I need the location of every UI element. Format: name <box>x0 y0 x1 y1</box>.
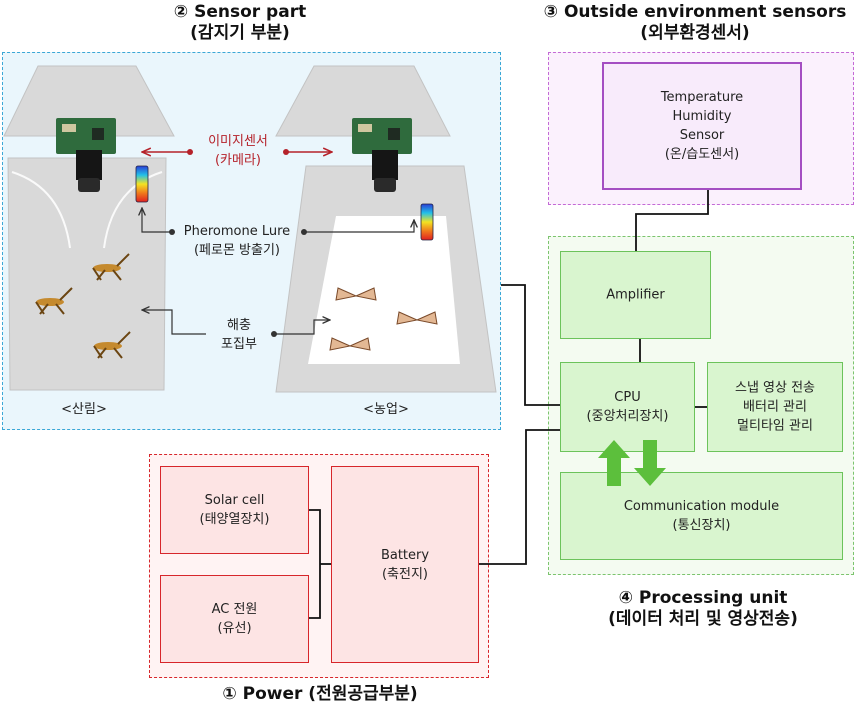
camera-module-icon <box>352 118 412 192</box>
pheromone-label-line2: (페로몬 방출기) <box>193 243 281 258</box>
features-line1: 스냅 영상 전송 <box>734 380 816 396</box>
features-line2: 배터리 관리 <box>743 399 807 415</box>
down-arrow-icon <box>634 440 666 486</box>
sensor-part-title: ② Sensor part (감지기 부분) <box>120 2 360 44</box>
battery-box: Battery (축전지) <box>331 466 479 663</box>
image-sensor-label: 이미지센서 (카메라) <box>188 132 288 170</box>
thsensor-line2: Humidity <box>672 109 732 124</box>
image-sensor-pointers <box>142 149 332 155</box>
image-sensor-label-line2: (카메라) <box>214 153 262 168</box>
grasshopper-icon <box>93 331 131 359</box>
camera-module-icon <box>56 118 116 192</box>
moth-icon <box>396 311 438 325</box>
moth-icon <box>335 287 377 301</box>
temperature-humidity-sensor-box: Temperature Humidity Sensor (온/습도센서) <box>602 62 802 190</box>
features-line3: 멀티타임 관리 <box>737 418 813 434</box>
grasshopper-icon <box>35 287 73 315</box>
battery-line1: Battery <box>380 547 430 563</box>
power-title: ① Power (전원공급부분) <box>222 684 418 704</box>
outside-sensors-title: ③ Outside environment sensors (외부환경센서) <box>540 2 850 44</box>
features-box: 스냅 영상 전송 배터리 관리 멀티타임 관리 <box>707 362 843 452</box>
pheromone-pointers <box>142 208 414 235</box>
processing-unit-title-line2: (데이터 처리 및 영상전송) <box>608 609 798 629</box>
sensor-part-title-line2: (감지기 부분) <box>190 23 290 43</box>
thsensor-line3: Sensor <box>679 128 725 143</box>
amplifier-box: Amplifier <box>560 251 711 339</box>
trap-pointers <box>142 310 330 337</box>
moth-icon <box>329 337 371 351</box>
comm-line2: (통신장치) <box>672 518 731 533</box>
pheromone-label-line1: Pheromone Lure <box>183 224 291 239</box>
ac-line2: (유선) <box>217 621 252 636</box>
cpu-line2: (중앙처리장치) <box>586 409 669 424</box>
communication-module-box: Communication module (통신장치) <box>560 472 843 560</box>
trap-label-line2: 포집부 <box>221 337 257 352</box>
solar-line1: Solar cell <box>204 493 265 508</box>
pheromone-lure-icon <box>135 165 149 203</box>
farm-label: <농업> <box>363 402 409 417</box>
solar-cell-box: Solar cell (태양열장치) <box>160 466 309 554</box>
solar-line2: (태양열장치) <box>199 512 270 527</box>
outside-sensors-title-line1: ③ Outside environment sensors <box>543 2 847 22</box>
pheromone-lure-icon <box>420 203 434 241</box>
cpu-box: CPU (중앙처리장치) <box>560 362 695 452</box>
processing-unit-title: ④ Processing unit (데이터 처리 및 영상전송) <box>568 588 838 630</box>
up-arrow-icon <box>598 440 630 486</box>
comm-line1: Communication module <box>623 499 780 514</box>
image-sensor-label-line1: 이미지센서 <box>208 134 268 149</box>
grasshopper-icon <box>92 253 130 281</box>
ac-line1: AC 전원 <box>211 602 258 617</box>
trap-label: 해충 포집부 <box>206 316 272 354</box>
forest-trap <box>3 65 175 391</box>
amplifier-label: Amplifier <box>606 287 665 303</box>
ac-power-box: AC 전원 (유선) <box>160 575 309 663</box>
cpu-line1: CPU <box>614 390 641 405</box>
outside-sensors-title-line2: (외부환경센서) <box>640 23 750 43</box>
battery-line2: (축전지) <box>381 566 429 582</box>
thsensor-line4: (온/습도센서) <box>664 147 740 162</box>
farm-trap <box>275 65 497 393</box>
thsensor-line1: Temperature <box>660 90 744 105</box>
processing-unit-title-line1: ④ Processing unit <box>618 588 788 608</box>
pheromone-label: Pheromone Lure (페로몬 방출기) <box>172 222 302 260</box>
forest-label: <산림> <box>61 402 107 417</box>
sensor-part-title-line1: ② Sensor part <box>173 2 307 22</box>
trap-label-line1: 해충 <box>227 318 251 333</box>
